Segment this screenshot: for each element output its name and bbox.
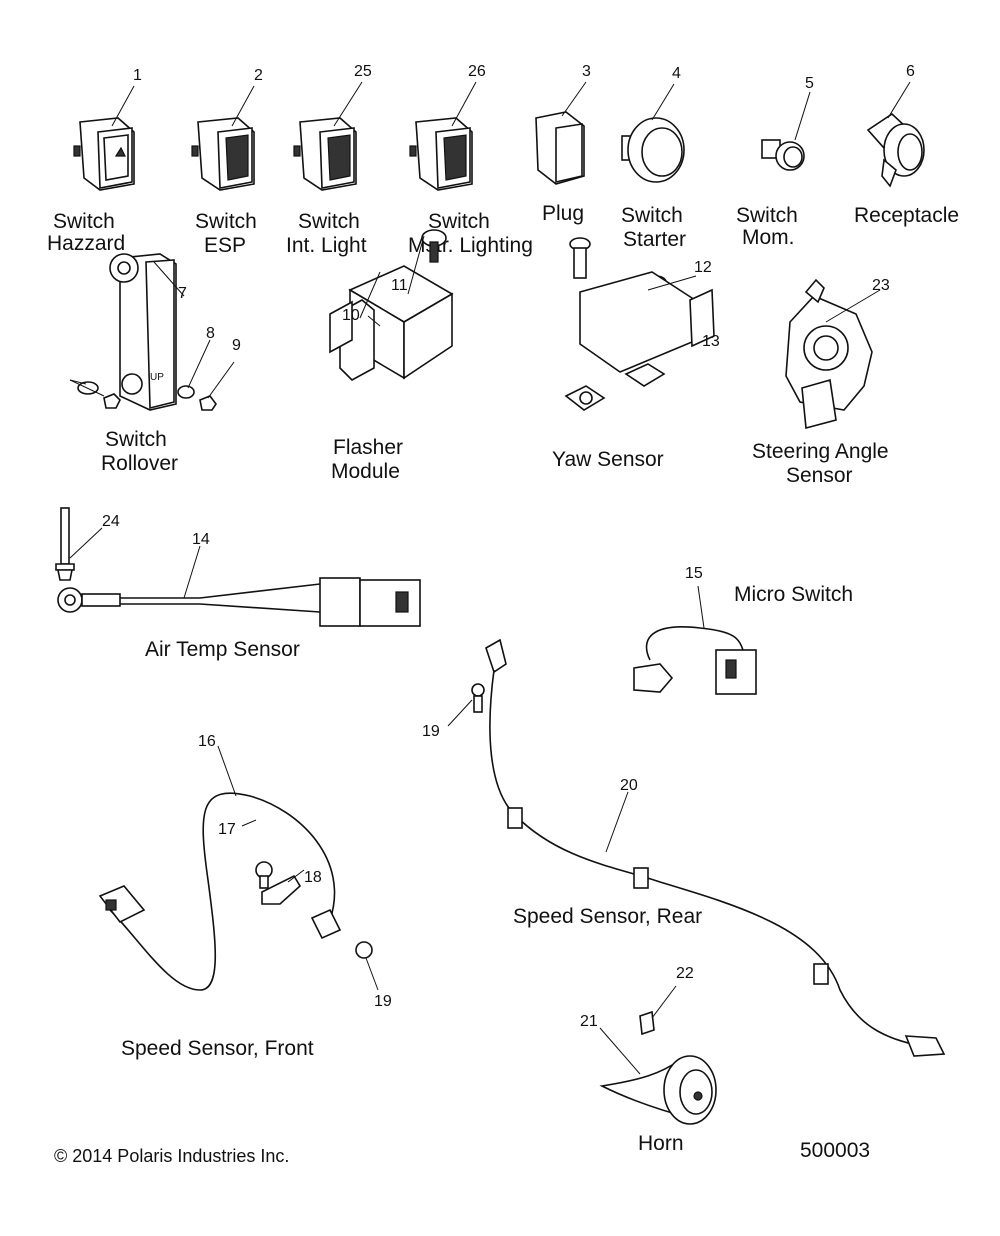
label-air-temp: Air Temp Sensor (145, 638, 300, 661)
callout-15: 15 (685, 565, 703, 582)
callout-19-front: 19 (374, 993, 392, 1010)
flasher-module-part (329, 229, 454, 381)
label-switch-starter-1: Switch (621, 204, 683, 227)
callout-18: 18 (304, 869, 322, 886)
plug-part (535, 81, 587, 185)
switch-mstr-lighting-part (409, 81, 477, 191)
label-steering-1: Steering Angle (752, 440, 889, 463)
label-switch-int-2: Int. Light (286, 234, 367, 257)
label-speed-rear: Speed Sensor, Rear (513, 905, 702, 928)
callout-3: 3 (582, 63, 591, 80)
switch-int-light-part (293, 81, 363, 191)
callout-14: 14 (192, 531, 210, 548)
horn-part (599, 985, 717, 1125)
callout-6: 6 (906, 63, 915, 80)
label-receptacle: Receptacle (854, 204, 959, 227)
micro-switch-part (633, 585, 757, 695)
label-flasher-1: Flasher (333, 436, 403, 459)
receptacle-part (866, 81, 925, 188)
callout-12: 12 (694, 259, 712, 276)
label-switch-starter-2: Starter (623, 228, 686, 251)
rollover-up-mark: UP (150, 372, 164, 383)
switch-esp-part (191, 85, 255, 191)
callout-2: 2 (254, 67, 263, 84)
label-flasher-2: Module (331, 460, 400, 483)
speed-sensor-rear-part (447, 638, 946, 1057)
callout-7: 7 (178, 285, 187, 302)
callout-25: 25 (354, 63, 372, 80)
callout-19-rear: 19 (422, 723, 440, 740)
label-horn: Horn (638, 1132, 684, 1155)
callout-11: 11 (391, 277, 408, 294)
switch-hazzard-part (73, 85, 135, 191)
callout-21: 21 (580, 1013, 598, 1030)
label-switch-esp-2: ESP (204, 234, 246, 257)
label-switch-hazzard-1: Switch (53, 210, 115, 233)
label-plug: Plug (542, 202, 584, 225)
callout-9: 9 (232, 337, 241, 354)
callout-23: 23 (872, 277, 890, 294)
callout-10: 10 (342, 307, 360, 324)
callout-1: 1 (133, 67, 142, 84)
label-switch-mstr-1: Switch (428, 210, 490, 233)
label-switch-int-1: Switch (298, 210, 360, 233)
callout-13: 13 (702, 333, 720, 350)
callout-20: 20 (620, 777, 638, 794)
switch-starter-part (621, 83, 685, 183)
callout-22: 22 (676, 965, 694, 982)
label-steering-2: Sensor (786, 464, 853, 487)
air-temp-sensor-part (55, 507, 421, 627)
callout-5: 5 (805, 75, 814, 92)
label-micro-switch: Micro Switch (734, 583, 853, 606)
speed-sensor-front-part (98, 745, 379, 991)
callout-26: 26 (468, 63, 486, 80)
yaw-sensor-part (564, 237, 715, 411)
callout-16: 16 (198, 733, 216, 750)
label-switch-mom-1: Switch (736, 204, 798, 227)
callout-8: 8 (206, 325, 215, 342)
steering-angle-sensor-part (785, 278, 881, 430)
label-switch-mom-2: Mom. (742, 226, 795, 249)
label-yaw-sensor: Yaw Sensor (552, 448, 664, 471)
label-switch-rollover-1: Switch (105, 428, 167, 451)
callout-4: 4 (672, 65, 681, 82)
callout-17: 17 (218, 821, 236, 838)
label-switch-esp-1: Switch (195, 210, 257, 233)
switch-mom-part (761, 91, 811, 171)
label-speed-front: Speed Sensor, Front (121, 1037, 314, 1060)
label-switch-rollover-2: Rollover (101, 452, 178, 475)
copyright-notice: © 2014 Polaris Industries Inc. (54, 1146, 289, 1166)
drawing-number: 500003 (800, 1139, 870, 1162)
label-switch-hazzard-2: Hazzard (47, 232, 125, 255)
callout-24: 24 (102, 513, 120, 530)
switch-rollover-part: UP (69, 253, 235, 411)
